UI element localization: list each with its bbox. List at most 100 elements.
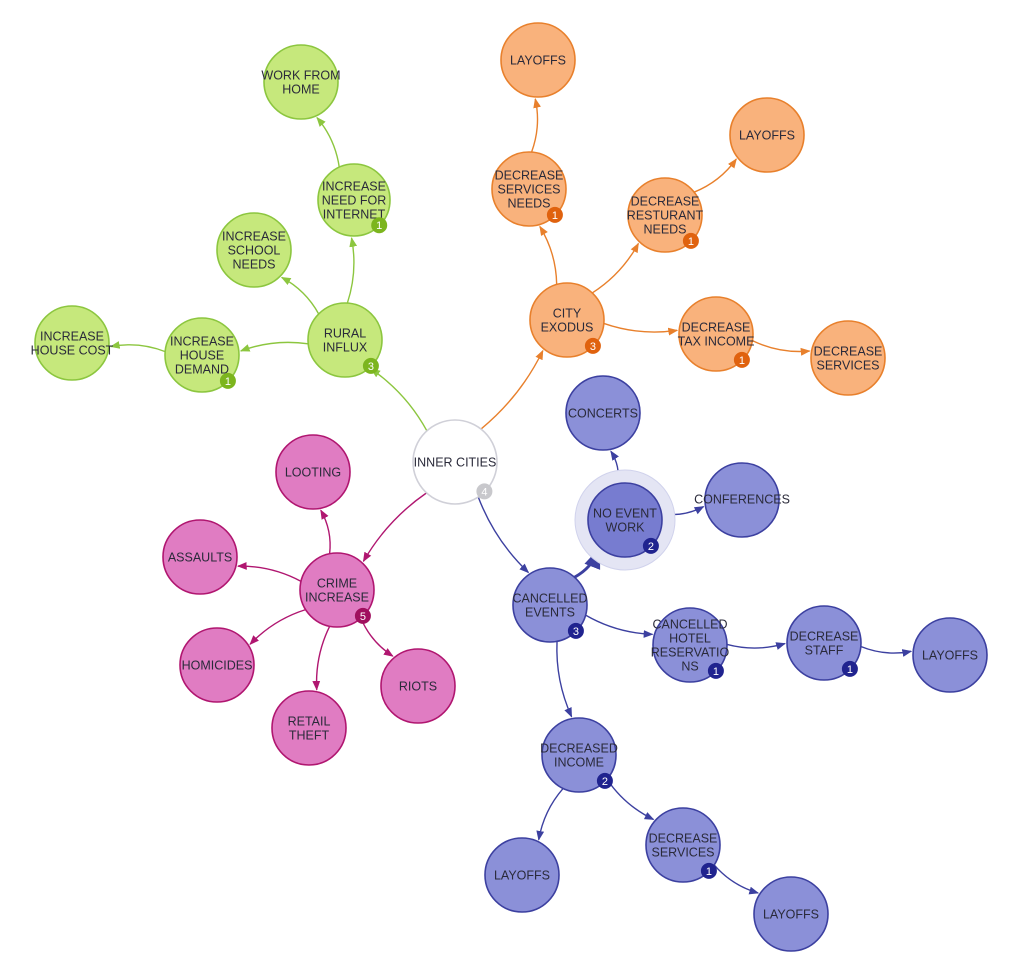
node-label: EXODUS xyxy=(541,320,594,334)
edge-inner-to-crime xyxy=(362,492,427,563)
node-p_lay2[interactable]: LAYOFFS xyxy=(484,837,560,913)
node-label: INCREASE xyxy=(305,590,369,604)
node-label: RURAL xyxy=(324,326,366,340)
child-count-badge xyxy=(700,862,717,879)
node-label: DECREASE xyxy=(649,831,718,845)
node-label: NEED FOR xyxy=(322,193,387,207)
node-label: CRIME xyxy=(317,576,357,590)
node-label: DEMAND xyxy=(175,362,229,376)
node-circle xyxy=(627,177,703,253)
node-label: INCREASE xyxy=(322,179,386,193)
child-count-badge xyxy=(476,483,493,500)
node-circle xyxy=(162,519,238,595)
edge-o_svcneeds-to-o_lay1 xyxy=(530,97,541,153)
edge-p_decsvc-to-p_lay3 xyxy=(713,864,760,895)
node-label: DECREASED xyxy=(540,741,618,755)
node-label: NS xyxy=(681,659,698,673)
node-circle xyxy=(307,302,383,378)
node-label: THEFT xyxy=(289,728,330,742)
child-count-badge xyxy=(567,622,584,639)
node-circle xyxy=(912,617,988,693)
node-label: ASSAULTS xyxy=(168,550,232,564)
badge-count: 4 xyxy=(481,486,487,498)
child-count-badge xyxy=(546,206,563,223)
badge-count: 2 xyxy=(648,541,654,553)
node-label: LAYOFFS xyxy=(494,868,550,882)
node-label: DECREASE xyxy=(814,344,883,358)
badge-count: 3 xyxy=(368,361,374,373)
node-riots[interactable]: RIOTS xyxy=(380,648,456,724)
node-circle xyxy=(484,837,560,913)
edge-crime-to-homicides xyxy=(249,608,306,646)
node-label: INCREASE xyxy=(170,334,234,348)
node-circle xyxy=(179,627,255,703)
child-count-badge xyxy=(219,372,236,389)
node-circle xyxy=(380,648,456,724)
node-label: CANCELLED xyxy=(512,591,587,605)
node-conferences[interactable]: CONFERENCES xyxy=(694,462,790,538)
node-label: TAX INCOME xyxy=(678,334,755,348)
node-assaults[interactable]: ASSAULTS xyxy=(162,519,238,595)
node-circle xyxy=(652,607,728,683)
node-circle xyxy=(529,282,605,358)
node-homicides[interactable]: HOMICIDES xyxy=(179,627,255,703)
node-circle xyxy=(216,212,292,288)
edge-g_internet-to-g_wfh xyxy=(316,116,340,168)
node-o_lay1[interactable]: LAYOFFS xyxy=(500,22,576,98)
node-label: WORK xyxy=(606,520,646,534)
child-count-badge xyxy=(362,357,379,374)
node-label: RESTURANT xyxy=(627,208,704,222)
node-o_lay2[interactable]: LAYOFFS xyxy=(729,97,805,173)
node-label: WORK FROM xyxy=(261,68,340,82)
badge-count: 3 xyxy=(590,341,596,353)
edge-cancelled-to-hotel xyxy=(585,614,654,638)
child-count-badge xyxy=(707,662,724,679)
node-label: LAYOFFS xyxy=(763,907,819,921)
node-p_lay3[interactable]: LAYOFFS xyxy=(753,876,829,952)
edge-crime-to-retail xyxy=(312,625,331,691)
node-looting[interactable]: LOOTING xyxy=(275,434,351,510)
badge-count: 2 xyxy=(602,776,608,788)
edge-inner-to-rural xyxy=(370,368,428,432)
badge-count: 1 xyxy=(225,376,231,388)
node-concerts[interactable]: CONCERTS xyxy=(565,375,641,451)
child-count-badge xyxy=(841,660,858,677)
edge-crime-to-looting xyxy=(320,509,331,554)
node-label: SERVICES xyxy=(817,358,880,372)
child-count-badge xyxy=(642,537,659,554)
child-count-badge xyxy=(682,232,699,249)
edge-income-to-p_decsvc xyxy=(606,778,655,821)
node-label: DECREASE xyxy=(790,629,859,643)
node-label: EVENTS xyxy=(525,605,575,619)
node-circle xyxy=(164,317,240,393)
node-label: CONFERENCES xyxy=(694,492,790,506)
node-label: SERVICES xyxy=(498,182,561,196)
edge-inner-to-city xyxy=(480,349,544,430)
node-label: LOOTING xyxy=(285,465,341,479)
badge-count: 1 xyxy=(739,355,745,367)
node-p_lay1[interactable]: LAYOFFS xyxy=(912,617,988,693)
node-circle xyxy=(541,717,617,793)
node-label: LAYOFFS xyxy=(510,53,566,67)
node-label: RETAIL xyxy=(288,714,331,728)
